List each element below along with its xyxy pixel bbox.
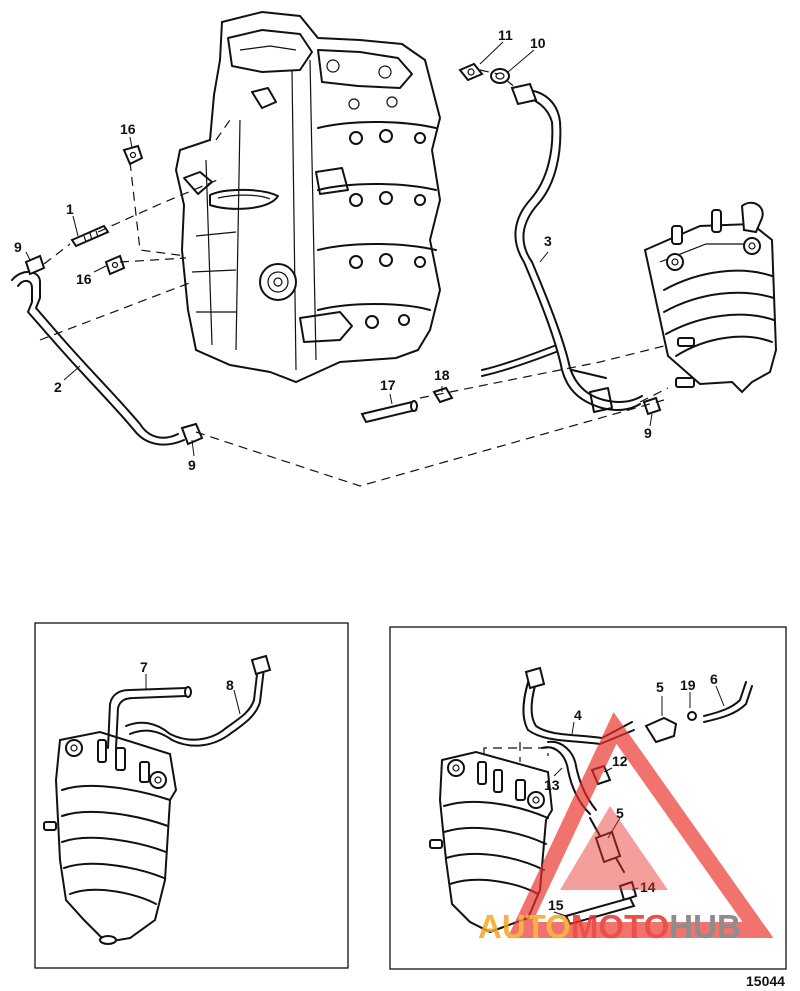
callouts-top: 11 10 16 1 9 16 3 2 17 18 9 9 [14, 27, 652, 473]
callout-16-top: 16 [120, 121, 136, 137]
callout-9-bottom: 9 [188, 457, 196, 473]
watermark-text: AUTOMOTOHUB [478, 908, 741, 945]
callout-8: 8 [226, 677, 234, 693]
watermark-part-hub: HUB [669, 908, 741, 945]
callout-13: 13 [544, 777, 560, 793]
callout-5-upper: 5 [656, 679, 664, 695]
clip-9-right [642, 396, 662, 416]
callout-16-mid: 16 [76, 271, 92, 287]
inset-right: 4 13 12 5 14 15 5 19 6 [389, 626, 787, 970]
callout-6: 6 [710, 671, 718, 687]
bolt-bosses [349, 129, 426, 329]
fitting-10 [490, 68, 510, 84]
fuel-module-top [643, 201, 778, 394]
stud-1 [70, 224, 110, 248]
bracket-16-mid [104, 254, 126, 276]
figure-number: 15044 [746, 973, 785, 989]
callout-14: 14 [640, 879, 656, 895]
callout-12: 12 [612, 753, 628, 769]
watermark-triangle-icon [507, 712, 774, 938]
engine-block [174, 10, 442, 384]
callout-5-lower: 5 [616, 805, 624, 821]
watermark-part-moto: MOTO [571, 908, 669, 945]
washer-11 [458, 62, 484, 82]
callout-1: 1 [66, 201, 74, 217]
callout-15: 15 [548, 897, 564, 913]
short-hose [481, 351, 557, 377]
callout-10: 10 [530, 35, 546, 51]
watermark-part-auto: AUTO [478, 908, 571, 945]
callout-2: 2 [54, 379, 62, 395]
callout-7: 7 [140, 659, 148, 675]
tube-17 [360, 400, 418, 424]
callout-4: 4 [574, 707, 582, 723]
assembly-lines [39, 69, 669, 487]
callout-17: 17 [380, 377, 396, 393]
watermark-logo: AUTOMOTOHUB [478, 712, 774, 945]
callout-9-right: 9 [644, 425, 652, 441]
callout-9-left: 9 [14, 239, 22, 255]
callout-11: 11 [498, 27, 513, 43]
hose-3 [510, 82, 643, 413]
bracket-16-top [122, 144, 144, 166]
callout-18: 18 [434, 367, 450, 383]
leaders-top [25, 41, 653, 457]
inset-left: 7 8 [34, 622, 349, 969]
callout-19: 19 [680, 677, 696, 693]
hose-2 [11, 271, 204, 446]
clip-9-left [24, 254, 46, 276]
callout-3: 3 [544, 233, 552, 249]
